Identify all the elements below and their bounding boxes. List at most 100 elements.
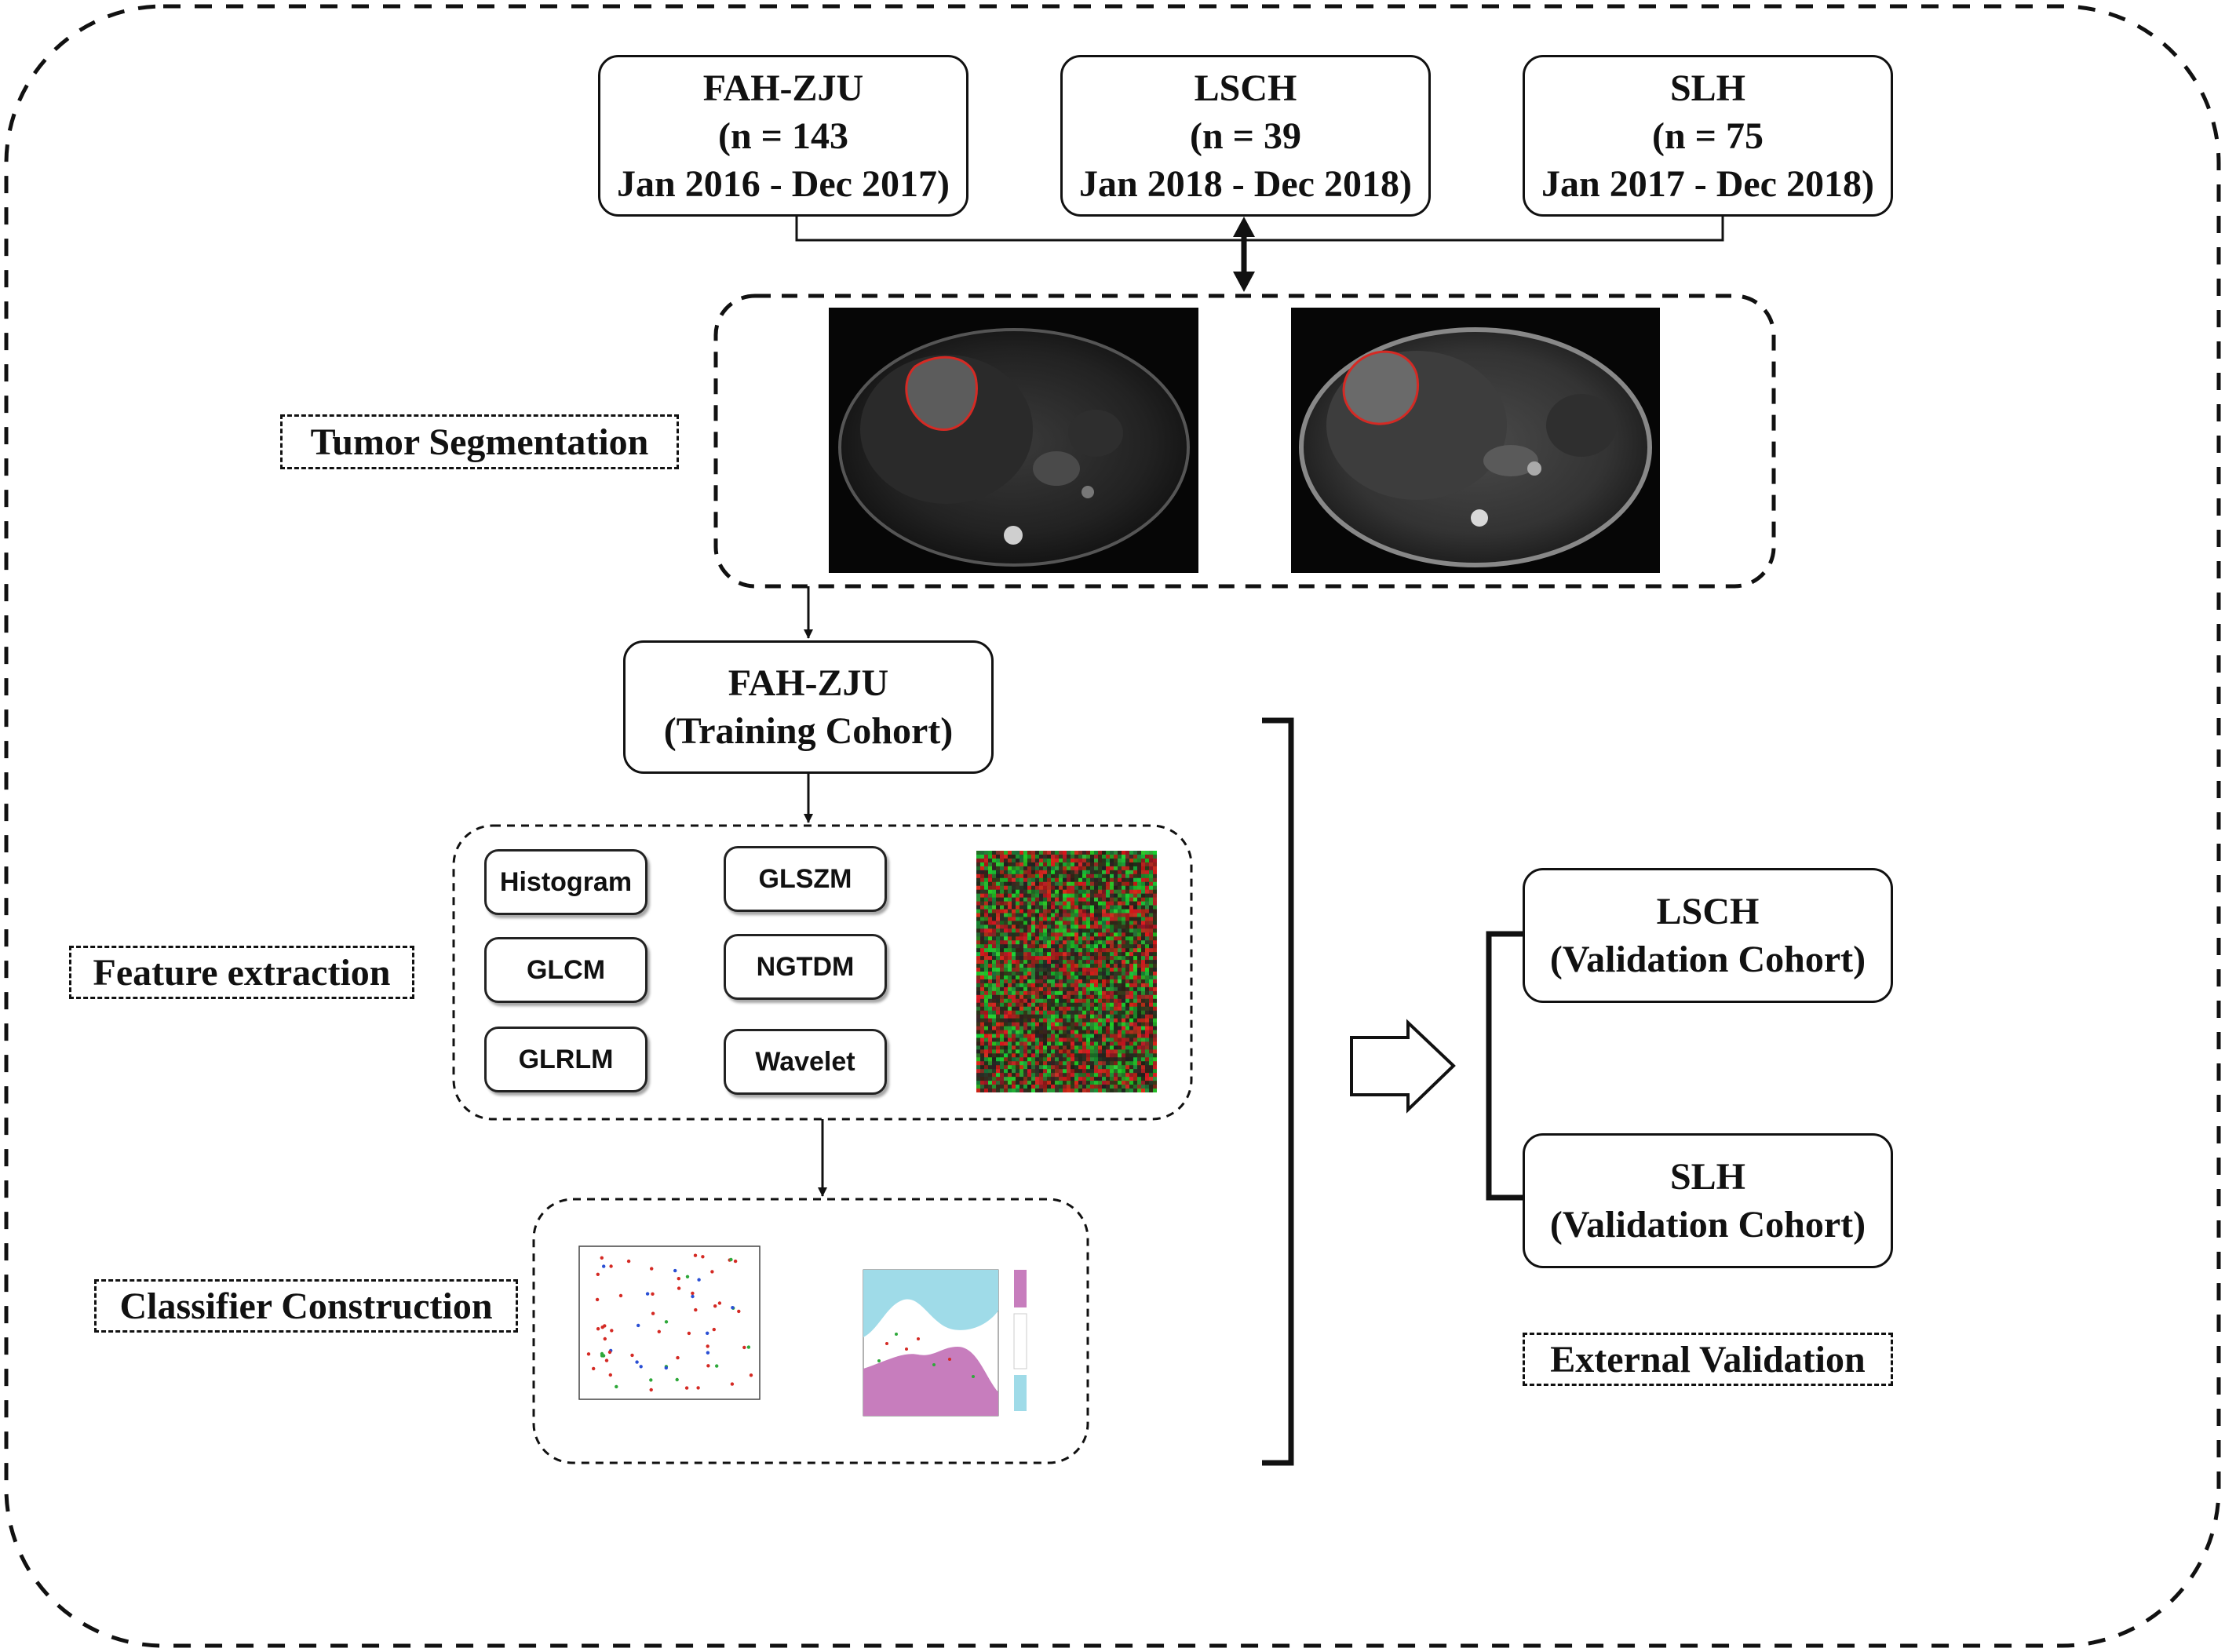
heatmap-cell [1114, 913, 1118, 917]
heatmap-cell [988, 1065, 993, 1070]
heatmap-cell [1023, 862, 1028, 867]
heatmap-cell [1039, 952, 1044, 957]
feature-label: GLCM [526, 954, 606, 985]
heatmap-cell [1067, 873, 1071, 879]
heatmap-cell [980, 1085, 985, 1089]
heatmap-cell [1043, 901, 1048, 906]
heatmap-cell [1090, 932, 1095, 937]
heatmap-cell [988, 909, 993, 914]
heatmap-cell [1145, 1053, 1150, 1058]
heatmap-cell [1133, 960, 1138, 965]
heatmap-cell [1145, 858, 1150, 863]
heatmap-cell [1031, 881, 1036, 887]
heatmap-cell [1051, 870, 1056, 875]
heatmap-cell [1063, 870, 1067, 875]
heatmap-cell [1008, 905, 1012, 910]
heatmap-cell [1106, 990, 1111, 996]
heatmap-cell [1000, 1002, 1005, 1008]
heatmap-cell [1059, 968, 1063, 972]
heatmap-cell [1023, 909, 1028, 914]
heatmap-cell [976, 1077, 981, 1081]
heatmap-cell [1027, 866, 1032, 871]
heatmap-cell [1094, 994, 1099, 1000]
heatmap-cell [1082, 873, 1087, 879]
heatmap-cell [1125, 854, 1130, 859]
heatmap-cell [1098, 893, 1103, 899]
heatmap-cell [1012, 964, 1016, 968]
heatmap-cell [1137, 975, 1142, 980]
heatmap-cell [980, 866, 985, 871]
heatmap-cell [1106, 877, 1111, 883]
heatmap-cell [1114, 909, 1118, 914]
heatmap-cell [1000, 983, 1005, 988]
heatmap-cell [976, 881, 981, 887]
heatmap-cell [1027, 1065, 1032, 1070]
heatmap-cell [1004, 897, 1009, 902]
heatmap-cell [1067, 932, 1071, 937]
heatmap-cell [1133, 1049, 1138, 1054]
heatmap-cell [1000, 964, 1005, 968]
heatmap-cell [1035, 893, 1040, 899]
heatmap-cell [1125, 979, 1130, 984]
heatmap-cell [996, 917, 1001, 921]
heatmap-cell [1137, 1069, 1142, 1074]
heatmap-cell [1071, 897, 1075, 902]
heatmap-cell [988, 1053, 993, 1058]
heatmap-cell [1016, 979, 1020, 984]
heatmap-cell [1035, 1077, 1040, 1081]
heatmap-cell [1004, 905, 1009, 910]
heatmap-cell [1145, 1006, 1150, 1012]
heatmap-cell [1094, 986, 1099, 992]
heatmap-cell [1082, 905, 1087, 910]
heatmap-cell [996, 893, 1001, 899]
heatmap-cell [1141, 1053, 1146, 1058]
heatmap-cell [1110, 893, 1114, 899]
heatmap-cell [1102, 1053, 1107, 1058]
heatmap-cell [1118, 1002, 1122, 1008]
heatmap-cell [1039, 932, 1044, 937]
heatmap-cell [988, 1057, 993, 1062]
heatmap-cell [1078, 986, 1083, 992]
heatmap-cell [1027, 1057, 1032, 1062]
heatmap-cell [1141, 1081, 1146, 1085]
heatmap-cell [1039, 975, 1044, 980]
heatmap-cell [1078, 866, 1083, 871]
heatmap-cell [1114, 964, 1118, 968]
heatmap-cell [1106, 1073, 1111, 1078]
heatmap-cell [1102, 866, 1107, 871]
heatmap-cell [1012, 893, 1016, 899]
heatmap-cell [1067, 913, 1071, 917]
heatmap-cell [1078, 885, 1083, 891]
heatmap-cell [1012, 1049, 1016, 1054]
heatmap-cell [1059, 870, 1063, 875]
heatmap-cell [1145, 889, 1150, 895]
heatmap-cell [976, 862, 981, 867]
heatmap-cell [1153, 1038, 1157, 1042]
heatmap-cell [1149, 944, 1154, 949]
heatmap-cell [1000, 862, 1005, 867]
heatmap-cell [1023, 877, 1028, 883]
heatmap-cell [1082, 964, 1087, 968]
heatmap-cell [1078, 897, 1083, 902]
heatmap-cell [1118, 1069, 1122, 1074]
heatmap-cell [988, 921, 993, 925]
heatmap-cell [1059, 889, 1063, 895]
heatmap-cell [1149, 1065, 1154, 1070]
heatmap-cell [1027, 948, 1032, 953]
heatmap-cell [1141, 873, 1146, 879]
heatmap-cell [1055, 979, 1060, 984]
heatmap-cell [1035, 870, 1040, 875]
heatmap-cell [1008, 948, 1012, 953]
heatmap-cell [1145, 998, 1150, 1004]
heatmap-cell [1004, 1073, 1009, 1078]
heatmap-cell [1047, 1018, 1052, 1023]
heatmap-cell [1074, 1041, 1079, 1046]
heatmap-cell [1071, 858, 1075, 863]
heatmap-cell [1031, 1026, 1036, 1030]
heatmap-cell [1086, 1081, 1091, 1085]
heatmap-cell [1051, 928, 1056, 933]
heatmap-cell [1051, 975, 1056, 980]
heatmap-cell [1145, 897, 1150, 902]
heatmap-cell [1078, 921, 1083, 925]
heatmap-cell [1055, 956, 1060, 961]
